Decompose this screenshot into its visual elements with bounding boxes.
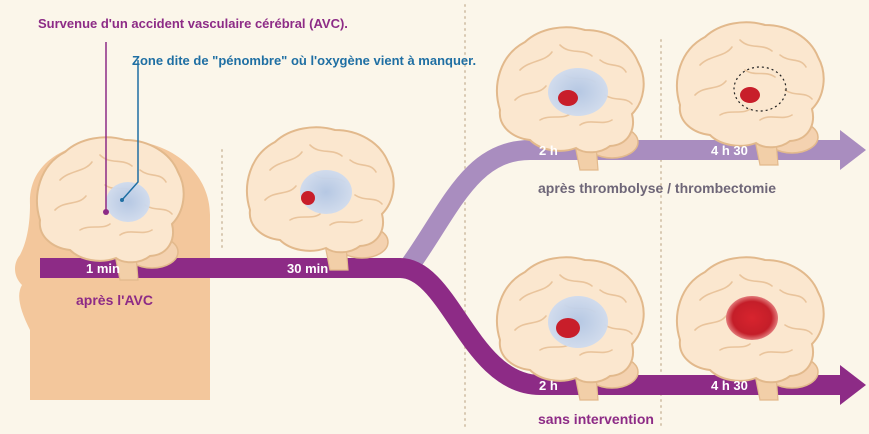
infarct-core: [740, 87, 760, 103]
brain-fold: [694, 315, 727, 331]
brain-fold: [759, 349, 793, 356]
brain-fold: [269, 151, 303, 171]
infarct-core: [726, 296, 778, 340]
brain-fold: [779, 54, 807, 68]
brain-fold: [514, 315, 547, 331]
brain-fold: [599, 59, 627, 73]
brain-fold: [309, 144, 343, 157]
brain-fold: [99, 154, 133, 167]
brain-fold: [719, 108, 751, 116]
treated-time-1: 2 h: [539, 143, 558, 158]
infarct-core: [556, 318, 580, 338]
treated-arrowhead: [840, 130, 866, 170]
infarct-core: [558, 90, 578, 106]
brain-fold: [759, 114, 793, 121]
brain-fold: [119, 229, 153, 236]
penumbra-zone: [106, 182, 150, 222]
brain-fold: [784, 324, 813, 335]
brain-illustration: [246, 126, 395, 271]
brain-illustration: [496, 256, 645, 401]
brain-fold: [519, 51, 553, 71]
main-time-1: 1 min: [86, 261, 120, 276]
brain-fold: [289, 213, 321, 221]
stroke-annotation: Survenue d'un accident vasculaire cérébr…: [38, 16, 348, 31]
brain-fold: [559, 44, 593, 57]
brain-fold: [694, 80, 727, 96]
brain-fold: [519, 281, 553, 301]
brain-fold: [354, 194, 383, 205]
brain-illustration: [496, 26, 645, 171]
treated-caption: après thrombolyse / thrombectomie: [538, 180, 777, 196]
brain-fold: [139, 169, 167, 183]
brain-fold: [349, 159, 377, 173]
main-timeline-arrow: [40, 258, 845, 395]
penumbra-dot: [120, 198, 124, 202]
brain-fold: [514, 85, 547, 101]
brain-illustration: [676, 21, 825, 166]
infarct-core: [301, 191, 315, 205]
brain-fold: [579, 119, 613, 126]
penumbra-annotation: Zone dite de "pénombre" où l'oxygène vie…: [132, 53, 477, 68]
brain-fold: [559, 274, 593, 287]
brain-fold: [744, 69, 776, 78]
brain-fold: [579, 349, 613, 356]
brain-fold: [739, 274, 773, 287]
main-caption: après l'AVC: [76, 292, 153, 308]
brain-fold: [264, 185, 297, 201]
salvaged-zone-outline: [733, 66, 787, 112]
brain-fold: [699, 46, 733, 66]
brain-fold: [599, 289, 627, 303]
penumbra-leader-line: [121, 60, 139, 201]
brain-fold: [59, 161, 93, 181]
stroke-dot: [103, 209, 109, 215]
untreated-time-1: 2 h: [539, 378, 558, 393]
brain-fold: [719, 343, 751, 351]
brain-illustration: [676, 256, 825, 401]
brain-fold: [604, 94, 633, 105]
untreated-arrowhead: [840, 365, 866, 405]
brain-fold: [699, 281, 733, 301]
treated-time-2: 4 h 30: [711, 143, 748, 158]
untreated-caption: sans intervention: [538, 411, 654, 427]
brain-fold: [739, 39, 773, 52]
penumbra-zone: [548, 296, 608, 348]
brain-fold: [79, 223, 111, 231]
brain-fold: [779, 289, 807, 303]
separators: [221, 4, 662, 431]
penumbra-zone: [300, 170, 352, 214]
main-time-2: 30 min: [287, 261, 329, 276]
penumbra-zone: [548, 68, 608, 116]
cerebrum: [676, 21, 825, 149]
untreated-time-2: 4 h 30: [711, 378, 748, 393]
brain-fold: [329, 219, 363, 226]
brain-illustration: [36, 136, 185, 281]
brain-fold: [539, 113, 571, 121]
brain-fold: [54, 195, 87, 211]
brain-fold: [784, 89, 813, 100]
treated-branch-arrow: [399, 140, 845, 274]
